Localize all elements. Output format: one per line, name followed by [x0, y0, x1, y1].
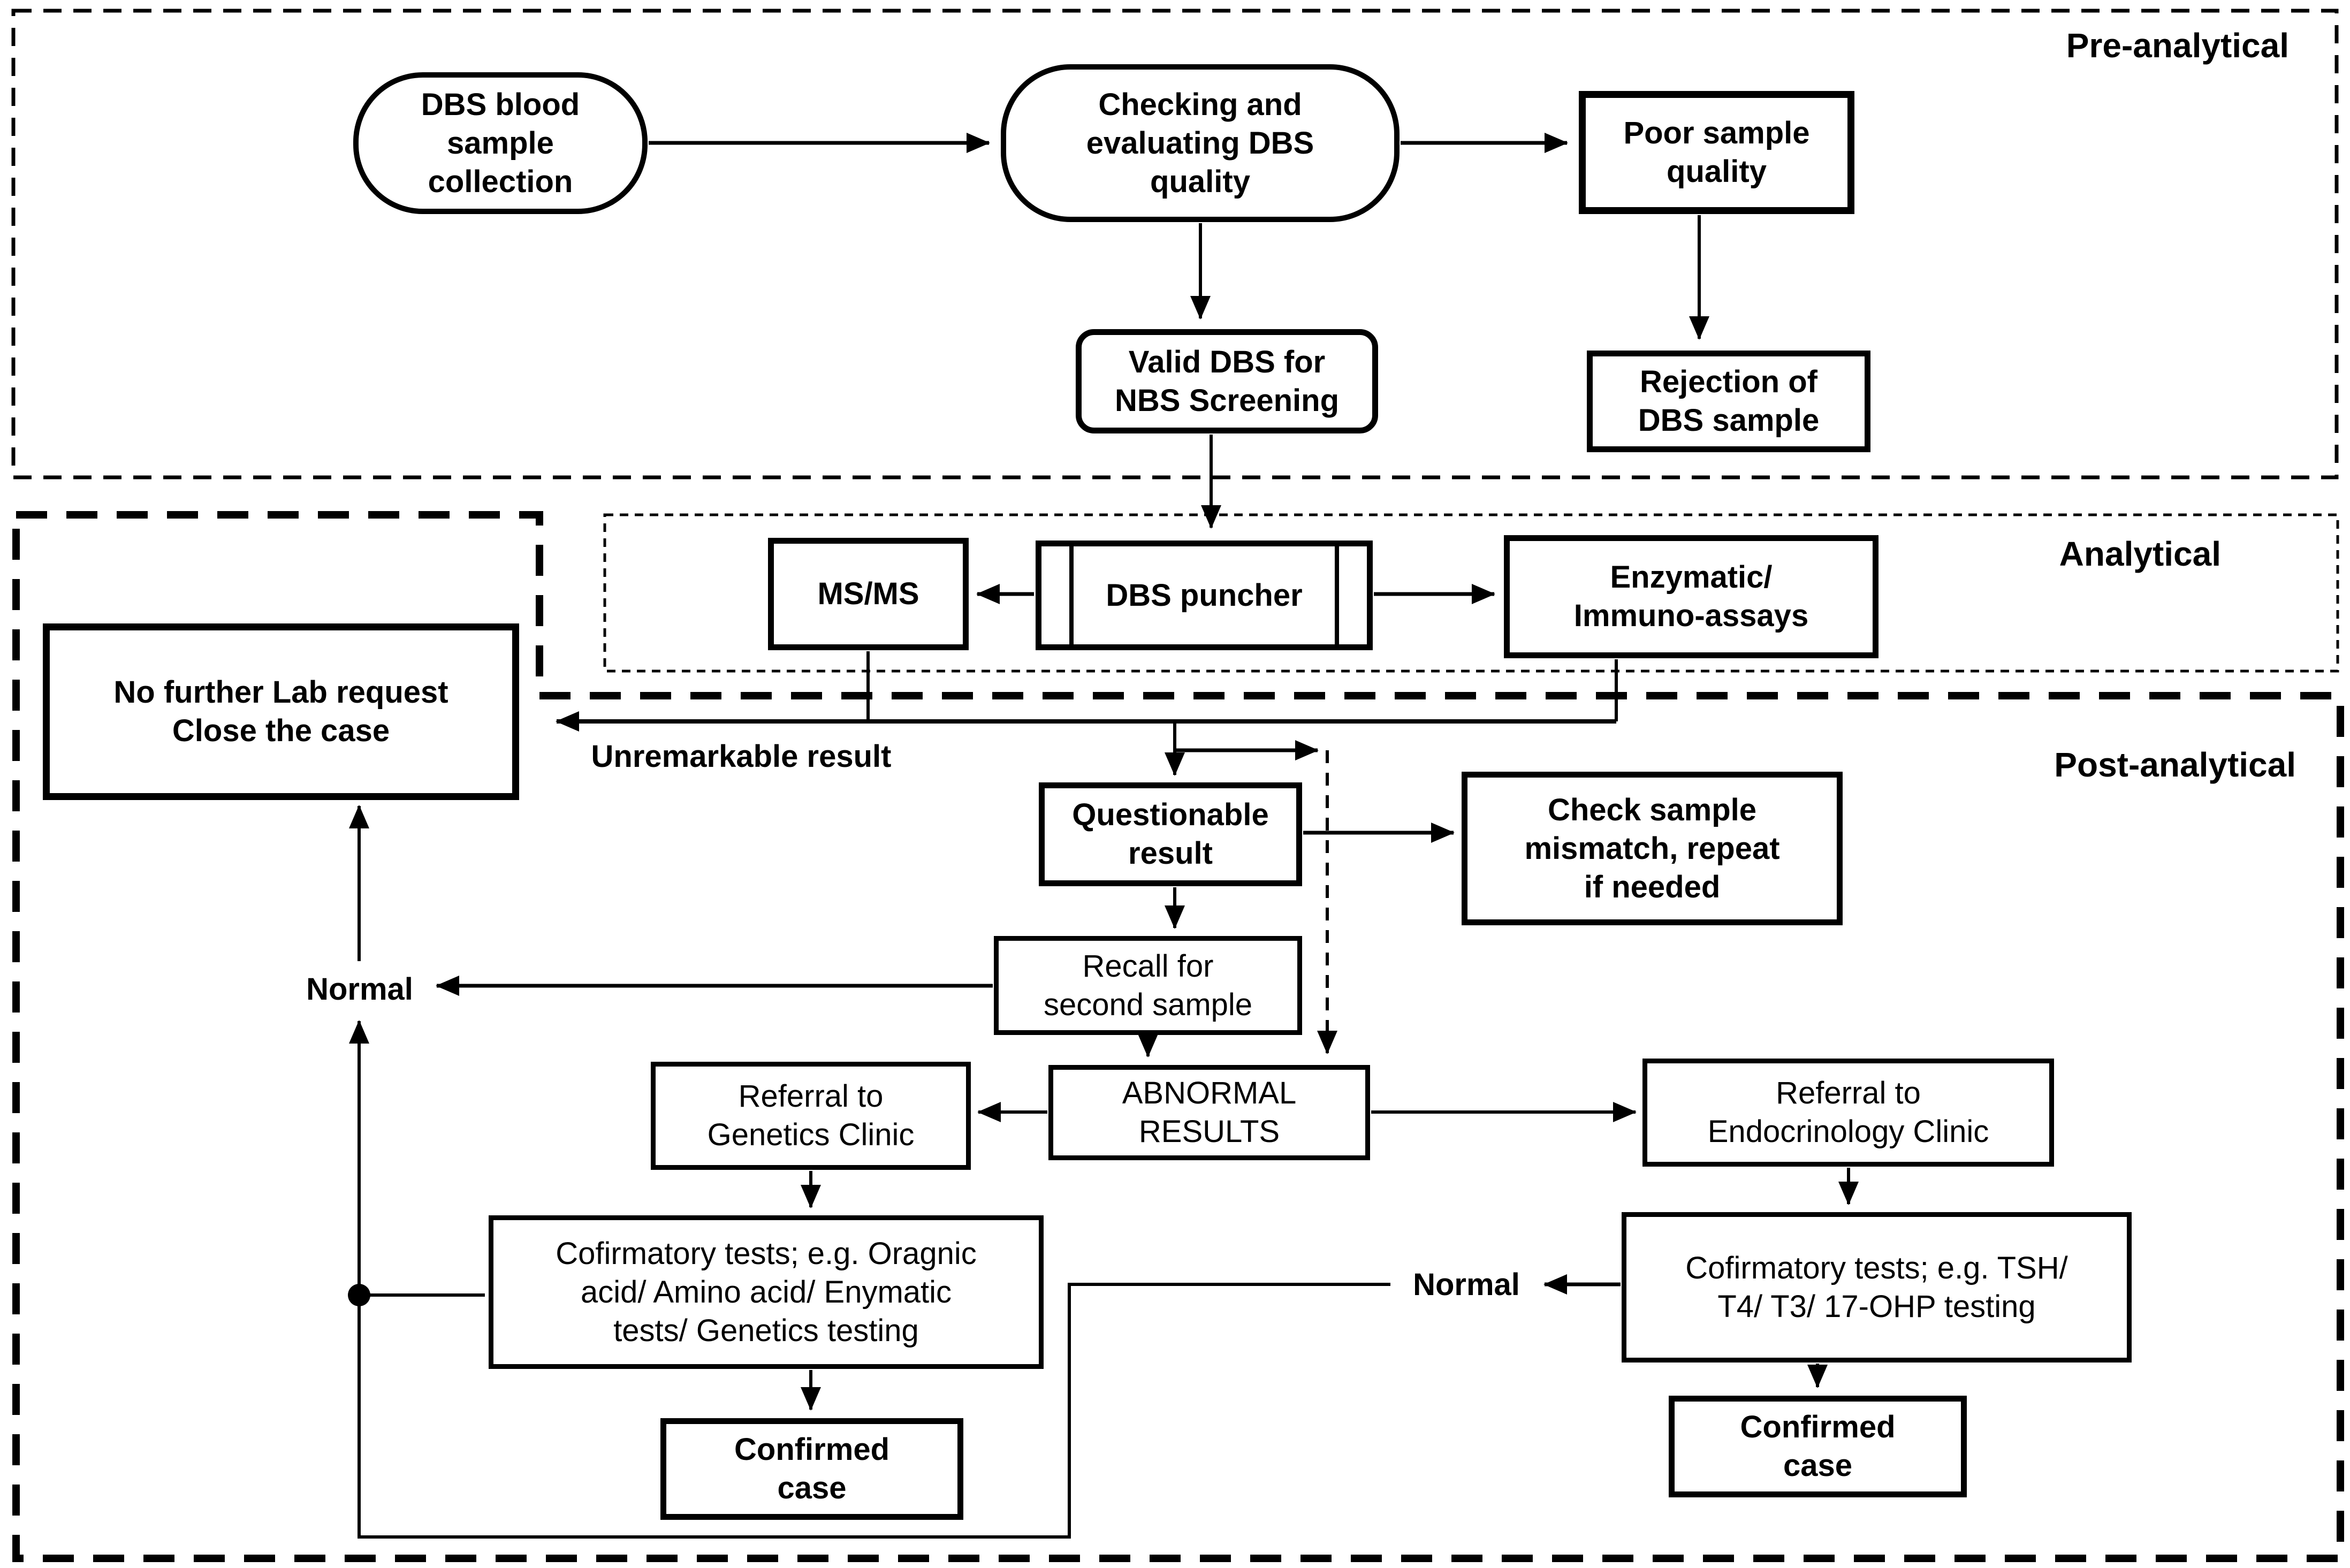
node-enzymatic-immuno-assays: Enzymatic/ Immuno-assays — [1504, 535, 1879, 658]
node-check-sample-mismatch: Check sample mismatch, repeat if needed — [1462, 772, 1843, 925]
node-dbs-blood-sample-collection: DBS blood sample collection — [353, 72, 648, 214]
node-referral-genetics-clinic: Referral to Genetics Clinic — [651, 1062, 971, 1170]
node-msms: MS/MS — [768, 538, 969, 650]
node-abnormal-results: ABNORMAL RESULTS — [1048, 1065, 1370, 1160]
edge-label-unremarkable-result: Unremarkable result — [549, 732, 934, 780]
node-dbs-puncher: DBS puncher — [1036, 541, 1373, 650]
edge-label-normal-left: Normal — [277, 962, 443, 1016]
node-questionable-result: Questionable result — [1039, 782, 1302, 886]
puncher-inner-bar-right — [1335, 546, 1339, 644]
node-valid-dbs-for-nbs-screening: Valid DBS for NBS Screening — [1076, 329, 1378, 433]
junction-dot — [348, 1284, 370, 1306]
node-rejection-of-dbs-sample: Rejection of DBS sample — [1587, 351, 1870, 452]
node-confirmatory-tests-genetics: Cofirmatory tests; e.g. Oragnic acid/ Am… — [489, 1215, 1044, 1369]
edge-label-normal-right: Normal — [1394, 1259, 1539, 1310]
node-confirmed-case-left: Confirmed case — [660, 1418, 963, 1520]
node-poor-sample-quality: Poor sample quality — [1579, 91, 1854, 214]
node-dbs-puncher-label: DBS puncher — [1106, 577, 1303, 613]
node-checking-evaluating-dbs-quality: Checking and evaluating DBS quality — [1001, 64, 1400, 222]
node-no-further-lab-request: No further Lab request Close the case — [43, 623, 519, 800]
puncher-inner-bar-left — [1069, 546, 1074, 644]
node-recall-for-second-sample: Recall for second sample — [994, 936, 1302, 1035]
section-label-pre-analytical: Pre-analytical — [2066, 26, 2289, 65]
node-referral-endocrinology-clinic: Referral to Endocrinology Clinic — [1642, 1059, 2054, 1167]
node-confirmed-case-right: Confirmed case — [1669, 1396, 1967, 1497]
node-confirmatory-tests-endocrine: Cofirmatory tests; e.g. TSH/ T4/ T3/ 17-… — [1622, 1212, 2132, 1363]
